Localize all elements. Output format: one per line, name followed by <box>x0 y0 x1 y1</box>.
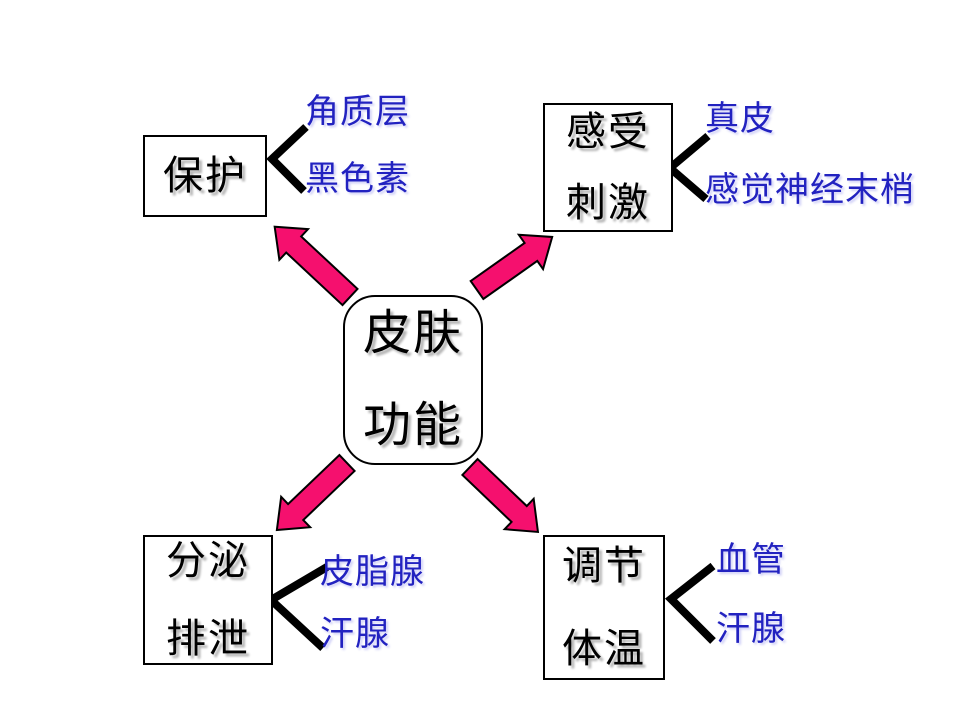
node-sense-label-line2: 刺激 <box>566 180 650 225</box>
node-regulate-temperature: 调节 体温 <box>543 535 665 680</box>
node-protect: 保护 <box>143 135 267 217</box>
node-regulate-label-line2: 体温 <box>562 626 646 671</box>
node-sense-label-line1: 感受 <box>566 109 650 154</box>
node-regulate-label-line1: 调节 <box>562 543 646 588</box>
node-secrete-label-line1: 分泌 <box>166 538 250 583</box>
branch-label-dermis: 真皮 <box>705 101 775 138</box>
node-center-label-line1: 皮肤 <box>362 307 463 360</box>
branch-label-sweat-glands-left: 汗腺 <box>320 616 390 653</box>
branch-label-melanin: 黑色素 <box>305 161 410 198</box>
arrow-center-to-secrete <box>275 453 357 532</box>
node-center-skin-function: 皮肤 功能 <box>343 295 483 465</box>
arrow-center-to-sense <box>469 233 554 301</box>
branch-label-sweat-glands-right: 汗腺 <box>716 611 786 648</box>
node-secrete-label-line2: 排泄 <box>166 616 250 661</box>
branch-connector-regulate <box>664 562 716 644</box>
node-sense-stimulus: 感受 刺激 <box>543 103 673 232</box>
node-protect-label: 保护 <box>163 153 247 198</box>
branch-label-stratum-corneum: 角质层 <box>305 94 410 131</box>
branch-connector-sense <box>663 132 711 203</box>
branch-label-blood-vessels: 血管 <box>716 542 786 579</box>
branch-label-sensory-nerve-endings: 感觉神经末梢 <box>705 172 915 209</box>
arrow-center-to-regulate <box>460 457 540 534</box>
node-center-label-line2: 功能 <box>362 399 463 452</box>
branch-connector-protect <box>266 124 309 194</box>
branch-label-sebaceous-glands: 皮脂腺 <box>320 554 425 591</box>
node-secrete-excrete: 分泌 排泄 <box>143 535 273 665</box>
arrow-center-to-protect <box>273 225 359 307</box>
branch-connector-secrete <box>264 563 330 651</box>
